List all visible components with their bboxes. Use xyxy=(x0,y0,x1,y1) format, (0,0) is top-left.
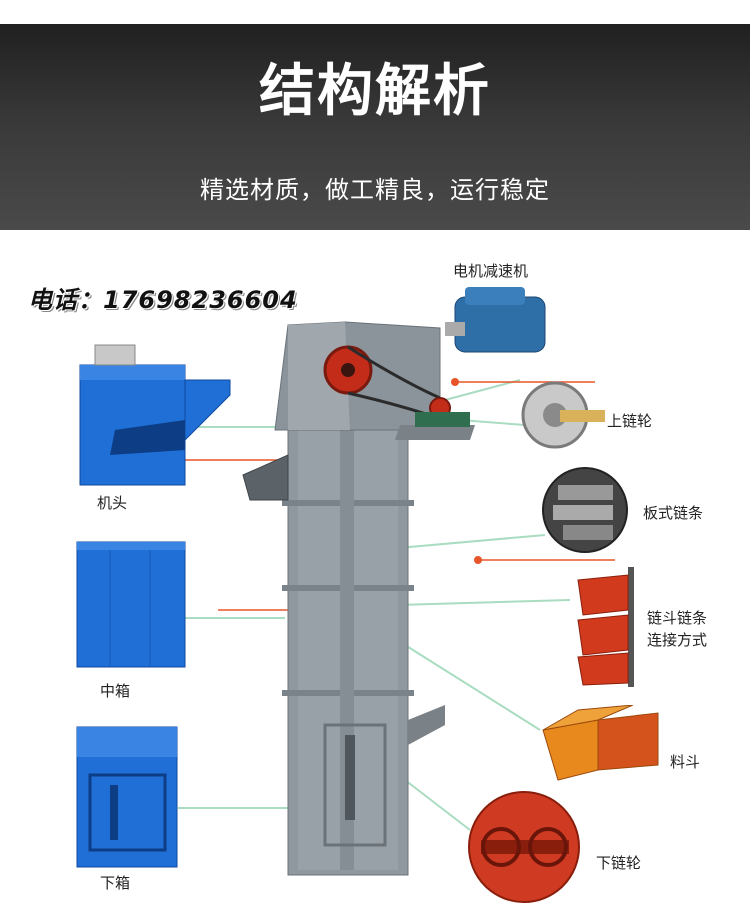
phone-number: 电话：17698236604 xyxy=(28,286,298,314)
bucket-chain-image xyxy=(577,567,634,687)
page-subtitle: 精选材质，做工精良，运行稳定 xyxy=(200,176,550,204)
label-bucket-chain: 链斗链条 连接方式 xyxy=(647,607,737,651)
label-lower-box: 下箱 xyxy=(100,874,131,892)
label-upper-sprocket: 上链轮 xyxy=(607,412,653,430)
head-section-image xyxy=(79,344,231,486)
motor-reducer-image xyxy=(445,287,546,353)
header-top-strip xyxy=(0,0,750,24)
upper-sprocket-image xyxy=(521,381,605,449)
lower-sprocket-image xyxy=(468,791,580,903)
label-middle-box: 中箱 xyxy=(100,682,131,700)
label-bucket-chain-line2: 连接方式 xyxy=(647,631,708,649)
lower-box-image xyxy=(76,726,178,868)
label-bucket-chain-line1: 链斗链条 xyxy=(647,609,708,627)
page-title: 结构解析 xyxy=(259,59,491,124)
header-banner: 结构解析 精选材质，做工精良，运行稳定 xyxy=(0,0,750,230)
hopper-image xyxy=(542,705,659,781)
label-lower-sprocket: 下链轮 xyxy=(596,854,642,872)
plate-chain-image xyxy=(542,467,628,553)
middle-box-image xyxy=(76,541,186,668)
label-plate-chain: 板式链条 xyxy=(643,504,704,522)
label-motor-reducer: 电机减速机 xyxy=(453,262,529,280)
label-head: 机头 xyxy=(97,494,128,512)
label-hopper: 料斗 xyxy=(670,753,701,771)
